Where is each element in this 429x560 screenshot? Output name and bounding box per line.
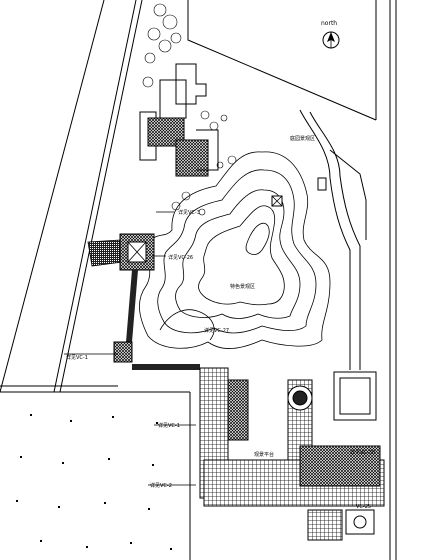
area-label-right: 庭园景观区 — [290, 135, 315, 142]
north-building — [139, 63, 219, 177]
ref-label-vc1: 详见VC-1 — [66, 354, 88, 361]
east-walkway — [299, 109, 367, 370]
east-building — [333, 371, 377, 421]
southwest-trees — [16, 414, 172, 550]
west-entrance — [87, 233, 200, 370]
terrace-label: 观景平台 — [254, 451, 274, 458]
tree-canopy — [142, 3, 237, 216]
ref-label-vc27: 详见VC-27 — [204, 327, 229, 334]
ref-label-vc30: 详见VC-30 — [350, 449, 375, 456]
area-label-center: 特色景观区 — [230, 283, 255, 290]
ref-label-vc3: 详见VC-3 — [178, 209, 200, 216]
ref-label-vc25: VC-25 — [356, 504, 371, 510]
site-boundary — [0, 0, 397, 560]
ref-label-vc1b: 详见VC-1 — [158, 422, 180, 429]
ref-label-vc2: 详见VC-2 — [150, 482, 172, 489]
north-label: north — [321, 20, 337, 27]
north-arrow: north — [321, 20, 340, 49]
south-building-complex — [199, 367, 385, 541]
annotations: 庭园景观区 特色景观区 详见VC-3 详见VC-26 详见VC-27 详见VC-… — [64, 135, 375, 510]
lake-contours — [139, 151, 331, 349]
ref-label-vc26: 详见VC-26 — [168, 254, 193, 261]
island-pavilion — [271, 195, 283, 207]
